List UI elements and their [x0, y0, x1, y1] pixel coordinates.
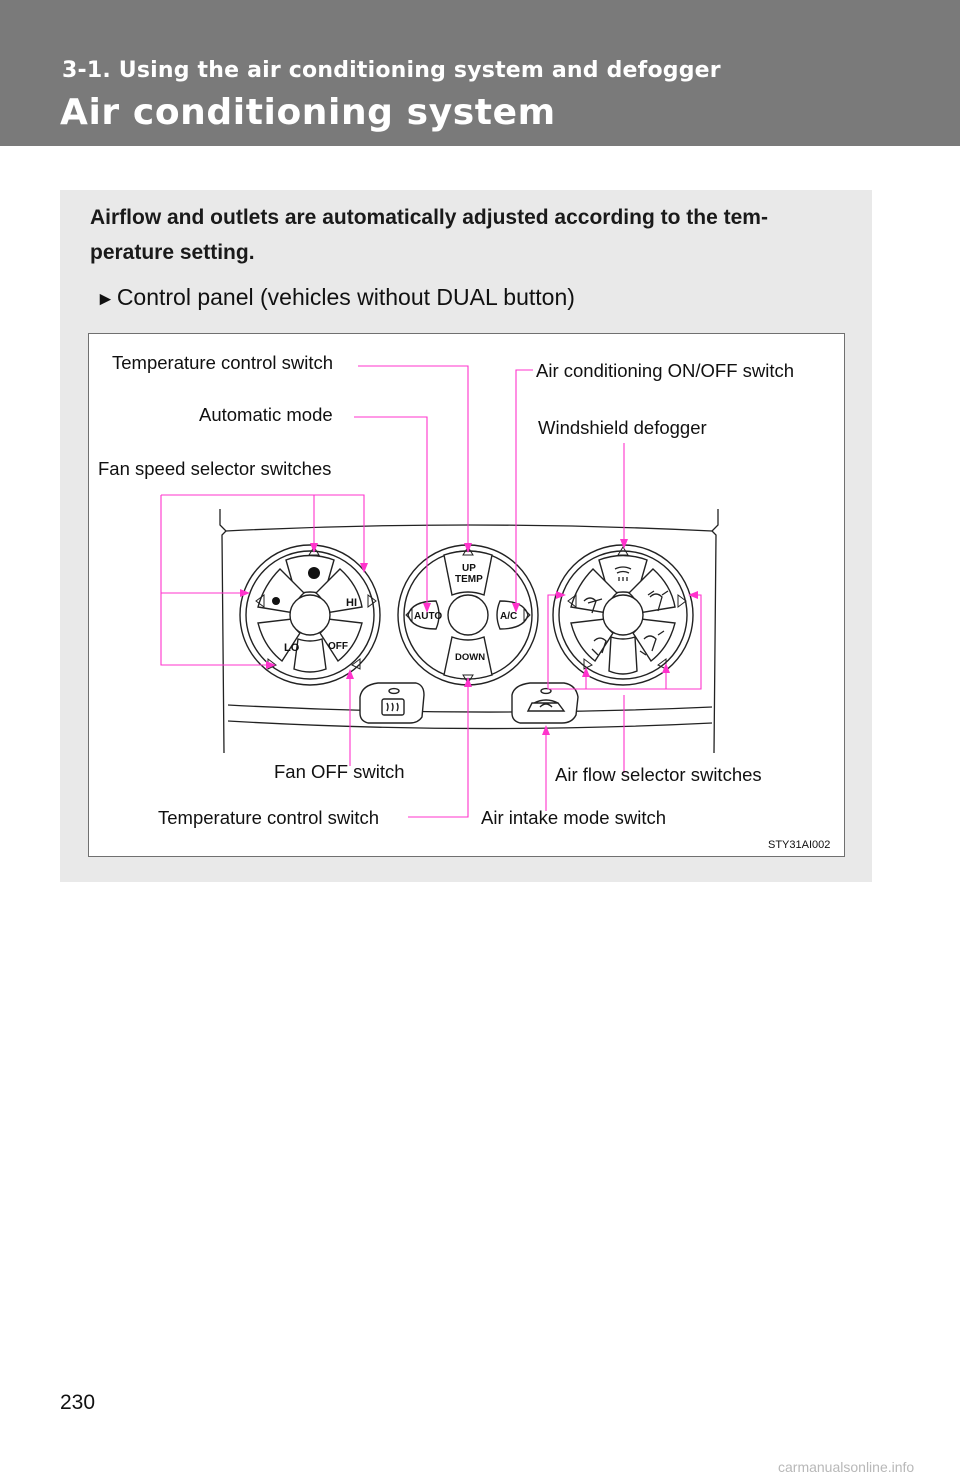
label-temperature-control-top: Temperature control switch — [112, 352, 333, 373]
page-title: Air conditioning system — [60, 92, 556, 133]
triangle-left-icon — [255, 594, 265, 608]
fan-dial-marks: HI LO OFF — [255, 546, 377, 670]
floor-defrost-vent-icon — [639, 630, 665, 656]
subheading-text: Control panel (vehicles without DUAL but… — [116, 284, 575, 310]
triangle-right-icon — [367, 594, 377, 608]
label-fan-off-switch: Fan OFF switch — [274, 761, 405, 782]
label-ac-switch: Air conditioning ON/OFF switch — [536, 360, 794, 381]
label-air-flow-selector: Air flow selector switches — [555, 764, 762, 785]
up-button-label: UP — [462, 563, 476, 574]
intro-line-1: Airflow and outlets are automatically ad… — [90, 206, 768, 229]
down-button-label: DOWN — [455, 652, 485, 663]
temp-dial-marks: UP TEMP AUTO A/C DOWN — [405, 546, 531, 684]
fan-low-dot-icon — [272, 597, 280, 605]
header-band — [0, 0, 960, 146]
ac-button-label: A/C — [500, 611, 517, 622]
rear-defogger-button — [359, 682, 425, 724]
face-vent-icon — [583, 597, 603, 614]
airflow-dial-marks — [567, 546, 687, 670]
triangle-marker-icon: ► — [96, 289, 115, 310]
triangle-up-icon — [308, 546, 320, 556]
recirculation-icon — [526, 699, 566, 712]
triangle-up-icon — [462, 546, 474, 556]
label-temperature-control-bottom: Temperature control switch — [158, 807, 379, 828]
control-panel-diagram: HI LO OFF UP TEMP AUTO A/C DOWN — [98, 352, 830, 851]
hi-button-label: HI — [346, 597, 357, 609]
airflow-dial — [552, 544, 694, 686]
label-automatic-mode: Automatic mode — [199, 404, 333, 425]
page-number: 230 — [60, 1391, 96, 1414]
auto-button-label: AUTO — [414, 611, 442, 622]
triangle-down-left-icon — [583, 658, 593, 670]
triangle-left-icon — [405, 607, 413, 623]
intro-line-2: perature setting. — [90, 241, 255, 264]
leader-arrowheads — [240, 539, 698, 735]
triangle-up-icon — [617, 546, 629, 556]
figure-code: STY31AI002 — [768, 839, 830, 851]
triangle-down-right-icon — [351, 658, 361, 670]
label-air-intake-mode: Air intake mode switch — [481, 807, 666, 828]
triangle-down-icon — [462, 674, 474, 684]
label-fan-speed-selector: Fan speed selector switches — [98, 458, 331, 479]
fan-high-dot-icon — [308, 567, 320, 579]
temp-button-label: TEMP — [455, 574, 483, 585]
floor-vent-icon — [591, 637, 607, 656]
subheading: ►Control panel (vehicles without DUAL bu… — [96, 284, 575, 311]
watermark: carmanualsonline.info — [778, 1459, 915, 1475]
triangle-right-icon — [677, 594, 687, 608]
lo-button-label: LO — [284, 642, 300, 654]
off-button-label: OFF — [328, 641, 348, 652]
label-windshield-defogger: Windshield defogger — [538, 417, 707, 438]
air-intake-button — [511, 682, 579, 724]
section-label: 3-1. Using the air conditioning system a… — [62, 58, 721, 83]
fan-dial — [239, 544, 381, 686]
bilevel-vent-icon — [647, 590, 669, 612]
triangle-right-icon — [523, 607, 531, 623]
leader-lines — [160, 365, 702, 818]
defroster-icon — [614, 566, 632, 581]
triangle-left-icon — [567, 594, 577, 608]
